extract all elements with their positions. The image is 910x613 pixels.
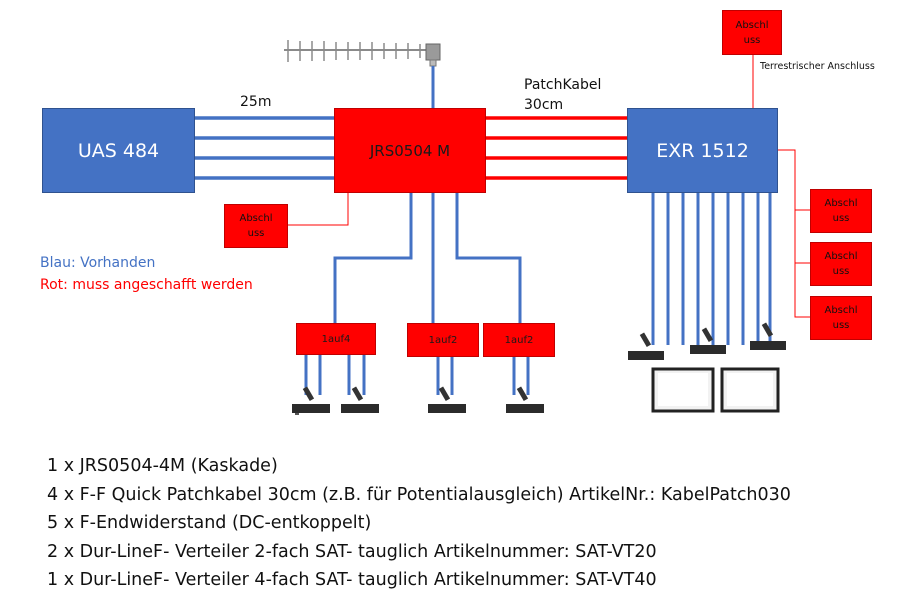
patch-cable-label-line2: 30cm [524, 97, 564, 113]
exr-1512-label: EXR 1512 [656, 139, 749, 162]
splitter-1auf2-b: 1auf2 [483, 323, 555, 357]
terminator-exr-1-label: Abschl uss [824, 198, 858, 224]
splitter-1auf2-a: 1auf2 [407, 323, 479, 357]
shopping-list: 1 x JRS0504-4M (Kaskade) 4 x F-F Quick P… [47, 452, 791, 595]
jrs0504-box: JRS0504 M [334, 108, 486, 193]
tv-icon [651, 367, 715, 413]
receiver-icon [750, 322, 786, 350]
patch-cable-label: PatchKabel 30cm [524, 75, 601, 115]
receiver-icon [292, 386, 330, 415]
terrestrial-label: Terrestrischer Anschluss [760, 61, 875, 72]
terrestrial-antenna-icon [284, 40, 441, 67]
terminator-exr-3: Abschl uss [810, 296, 872, 340]
splitter-1auf4-label: 1auf4 [321, 333, 351, 345]
shopping-list-item: 1 x Dur-LineF- Verteiler 4-fach SAT- tau… [47, 570, 657, 590]
cable-length-label: 25m [240, 94, 272, 110]
shopping-list-item: 2 x Dur-LineF- Verteiler 2-fach SAT- tau… [47, 541, 657, 562]
receiver-icon [628, 332, 664, 360]
terminator-exr-2: Abschl uss [810, 242, 872, 286]
terminator-exr-1: Abschl uss [810, 189, 872, 233]
terminator-top-label: Abschl uss [735, 19, 769, 46]
uas-484-label: UAS 484 [77, 139, 160, 162]
receiver-icon [428, 386, 466, 413]
legend-blue: Blau: Vorhanden [40, 255, 156, 271]
terminator-jrs-label: Abschl uss [239, 213, 273, 239]
splitter-1auf2-b-label: 1auf2 [504, 334, 534, 346]
legend-red: Rot: muss angeschafft werden [40, 277, 253, 293]
receiver-icon [506, 386, 544, 413]
exr-1512-box: EXR 1512 [627, 108, 778, 193]
terminator-top: Abschl uss [722, 10, 782, 55]
cables-splitters-receivers [304, 355, 530, 395]
splitter-1auf2-a-label: 1auf2 [428, 334, 458, 346]
shopping-list-item: 4 x F-F Quick Patchkabel 30cm (z.B. für … [47, 484, 791, 505]
cable-jrs-terminator [288, 193, 349, 226]
receiver-icon [690, 327, 726, 354]
patch-cables-jrs-exr [486, 116, 627, 180]
cables-uas-jrs [195, 116, 334, 180]
shopping-list-item: 5 x F-Endwiderstand (DC-entkoppelt) [47, 513, 372, 533]
cables-jrs-splitters [333, 193, 522, 323]
receiver-icon [341, 386, 379, 413]
cables-exr-outputs [651, 193, 772, 345]
cables-exr-terminators [778, 149, 810, 318]
jrs0504-label: JRS0504 M [369, 141, 451, 160]
terminator-exr-3-label: Abschl uss [824, 305, 858, 331]
uas-484-box: UAS 484 [42, 108, 195, 193]
patch-cable-label-line1: PatchKabel [524, 77, 602, 93]
shopping-list-item: 1 x JRS0504-4M (Kaskade) [47, 456, 278, 476]
tv-icon [720, 367, 780, 413]
splitter-1auf4: 1auf4 [296, 323, 376, 355]
terminator-exr-2-label: Abschl uss [824, 251, 858, 277]
terminator-jrs: Abschl uss [224, 204, 288, 248]
receiver-icons [292, 322, 786, 415]
